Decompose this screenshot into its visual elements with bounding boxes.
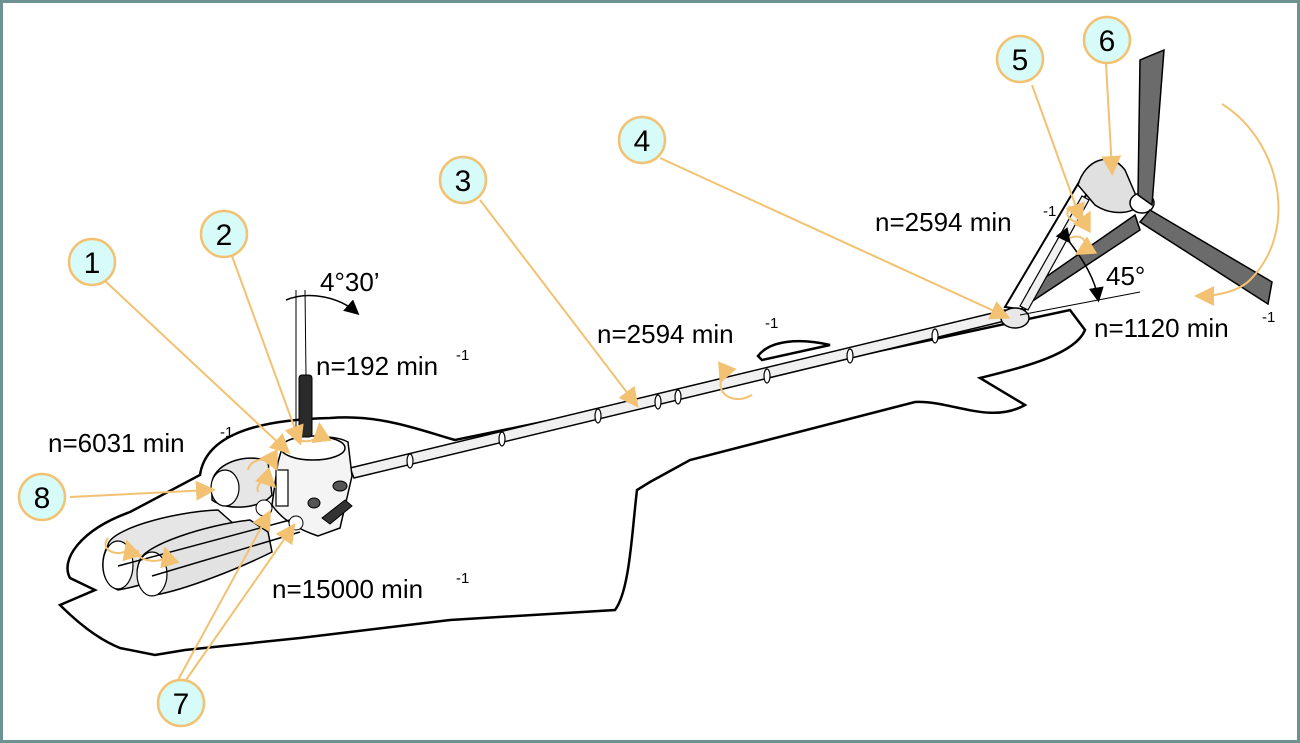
fuselage-outline	[57, 308, 1087, 657]
shaft-couplings	[406, 328, 939, 469]
svg-text:-1: -1	[456, 347, 469, 364]
svg-text:n=2594 min: n=2594 min	[875, 207, 1012, 237]
tail-rotor-blade-top	[1137, 48, 1165, 207]
engine-shaft	[151, 531, 301, 577]
callout-4: 4	[617, 115, 667, 165]
gearbox-input	[275, 469, 289, 507]
tail-angle-arc	[1055, 227, 1104, 303]
gearbox-port	[307, 497, 321, 509]
svg-text:n=15000 min: n=15000 min	[272, 574, 423, 604]
mast-angle-arc	[285, 294, 360, 315]
svg-text:n=6031 min: n=6031 min	[48, 428, 185, 458]
svg-text:-1: -1	[1262, 309, 1275, 326]
tail-angle-label: 45°	[1106, 261, 1145, 291]
svg-text:-1: -1	[456, 570, 469, 587]
svg-text:4: 4	[634, 125, 651, 158]
output-unit-face	[210, 469, 240, 507]
svg-text:n=192 min: n=192 min	[316, 351, 438, 381]
intermediate-gearbox	[1000, 307, 1030, 329]
speed-main-rotor: n=192 min -1	[316, 347, 469, 381]
callout-leaders	[69, 63, 1122, 681]
engine-coupling	[255, 499, 273, 517]
mast-axis	[304, 289, 307, 376]
svg-text:-1: -1	[765, 315, 778, 332]
callout-7: 7	[156, 678, 206, 728]
svg-text:3: 3	[455, 165, 472, 198]
tail-gearbox	[1077, 158, 1141, 214]
gearbox-outlet	[321, 499, 353, 525]
svg-text:n=2594 min: n=2594 min	[597, 319, 734, 349]
main-rotor-mast	[298, 374, 313, 438]
speed-output: n=6031 min -1	[48, 424, 233, 458]
callout-2: 2	[199, 209, 249, 259]
svg-text:-1: -1	[220, 424, 233, 441]
gearbox-port	[332, 480, 348, 492]
callout-6: 6	[1082, 15, 1132, 65]
engine-right-intake	[136, 551, 168, 597]
svg-text:5: 5	[1012, 44, 1029, 77]
speed-tail-rotor: n=1120 min -1	[1094, 309, 1275, 343]
svg-text:1: 1	[84, 247, 101, 280]
speed-tail-gearbox: n=2594 min -1	[875, 203, 1056, 237]
svg-text:8: 8	[34, 482, 51, 515]
speed-engine: n=15000 min -1	[272, 570, 469, 604]
callout-1: 1	[67, 237, 117, 287]
tail-rotor-blade-right	[1138, 209, 1273, 306]
callout-8: 8	[17, 472, 67, 522]
callout-3: 3	[438, 155, 488, 205]
mast-tilt-label: 4°30’	[320, 267, 380, 297]
svg-text:2: 2	[216, 219, 233, 252]
speed-tail-shaft: n=2594 min -1	[597, 315, 778, 349]
svg-text:-1: -1	[1043, 203, 1056, 220]
svg-text:n=1120 min: n=1120 min	[1094, 313, 1229, 343]
tail-angle-ref	[1019, 291, 1141, 316]
dorsal-bump	[756, 339, 831, 362]
svg-text:7: 7	[173, 688, 190, 721]
rotation-arrows	[104, 103, 1280, 569]
svg-text:6: 6	[1099, 25, 1116, 58]
callout-5: 5	[995, 34, 1045, 84]
